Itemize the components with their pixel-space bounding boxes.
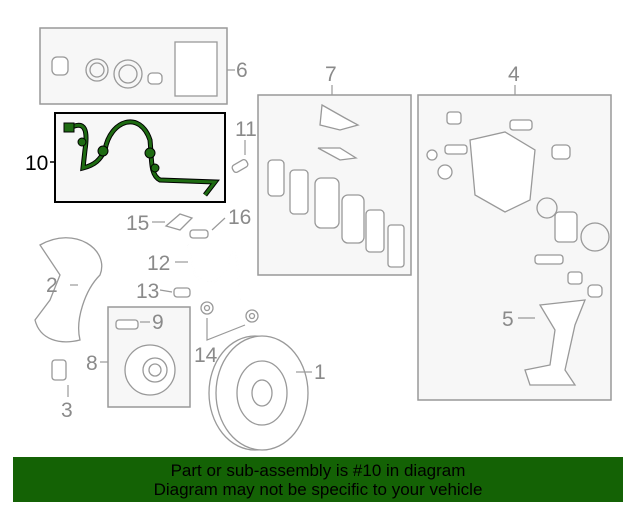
part-6-seal-kit[interactable] — [39, 27, 235, 105]
part-4-caliper-assembly[interactable] — [417, 85, 612, 401]
callout-15: 15 — [126, 212, 149, 235]
callout-7: 7 — [325, 63, 337, 86]
part-1-brake-rotor[interactable] — [208, 335, 312, 451]
part-7-brake-pad-set[interactable] — [257, 85, 412, 276]
callout-14: 14 — [194, 344, 218, 367]
callout-12: 12 — [147, 252, 170, 275]
callout-16: 16 — [228, 206, 251, 229]
part-13-bolt[interactable] — [159, 287, 191, 298]
banner-line-2: Diagram may not be specific to your vehi… — [153, 480, 483, 499]
part-12-brake-hose[interactable] — [175, 244, 241, 301]
callout-11: 11 — [235, 118, 257, 141]
part-2-splash-shield[interactable] — [34, 237, 103, 343]
callout-4: 4 — [508, 63, 520, 86]
part-3-bolt[interactable] — [51, 359, 69, 397]
callout-9: 9 — [152, 311, 164, 334]
part-15-bracket[interactable] — [152, 213, 194, 231]
part-14-washers[interactable] — [200, 301, 259, 341]
banner-line-1: Part or sub-assembly is #10 in diagram — [170, 461, 466, 480]
part-9-hub-bolt[interactable] — [115, 319, 150, 330]
callout-6: 6 — [236, 59, 248, 82]
callout-3: 3 — [61, 399, 73, 422]
callout-2: 2 — [46, 274, 58, 297]
callout-8: 8 — [86, 352, 98, 375]
info-banner: Part or sub-assembly is #10 in diagram D… — [13, 457, 623, 502]
part-5-caliper-bracket[interactable] — [518, 299, 587, 386]
callout-1: 1 — [314, 361, 326, 384]
callout-10: 10 — [25, 152, 48, 175]
part-11-bolt[interactable] — [231, 140, 249, 174]
callout-13: 13 — [136, 280, 159, 303]
part-10-sensor-harness[interactable] — [50, 112, 226, 203]
callout-5: 5 — [502, 308, 514, 331]
part-16-bolt[interactable] — [189, 217, 226, 239]
